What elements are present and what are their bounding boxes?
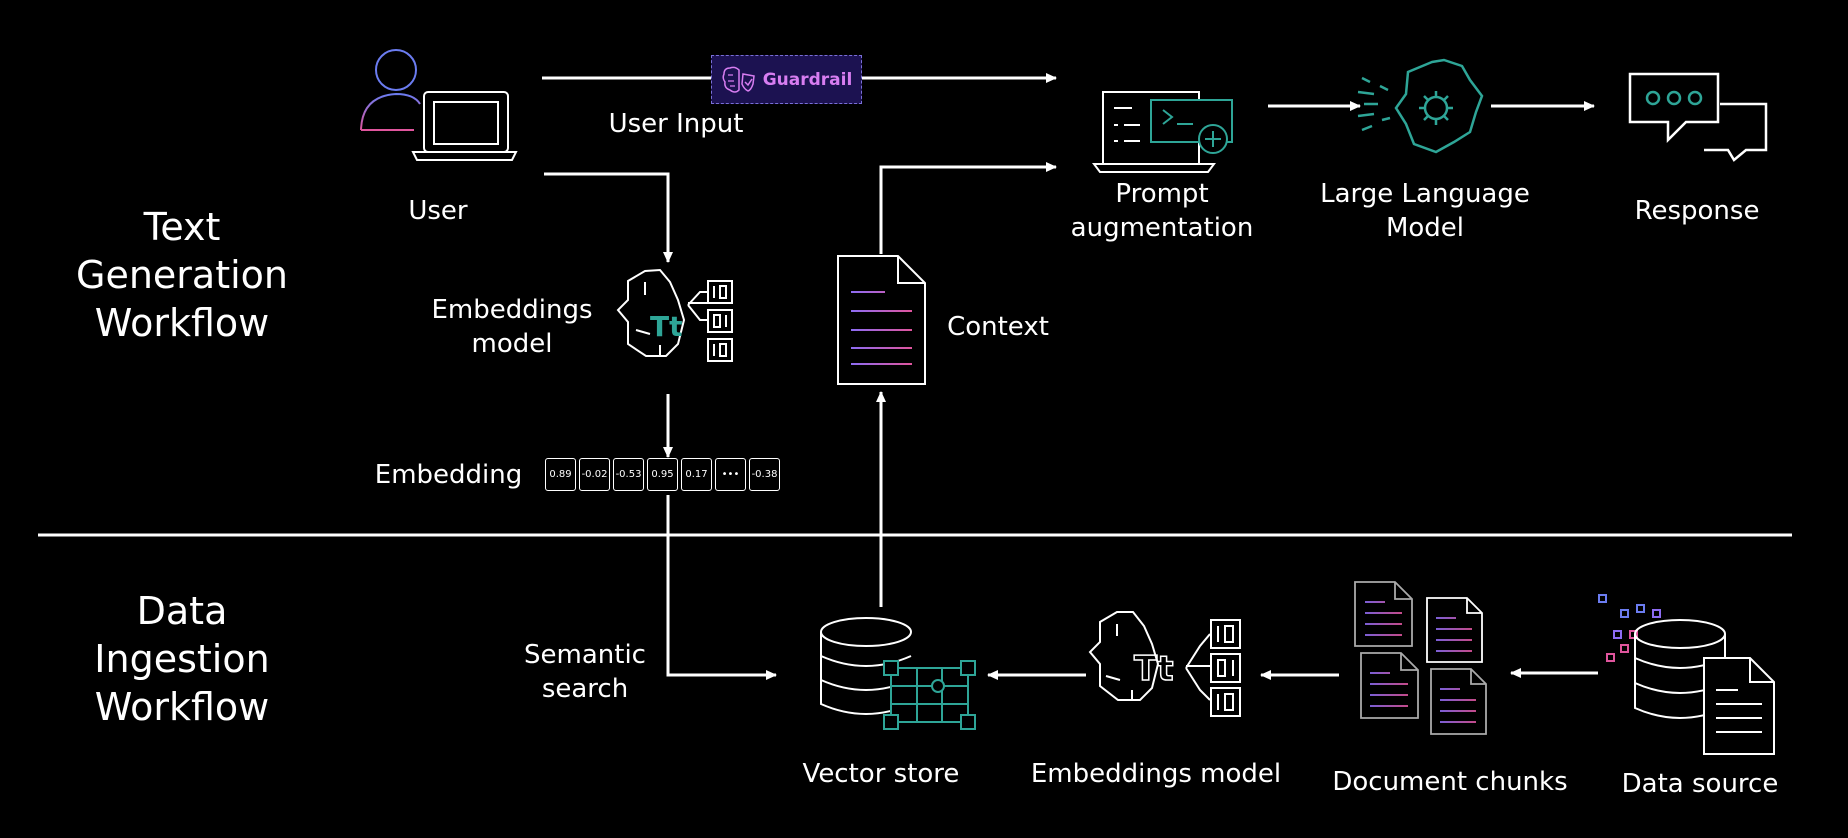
prompt-augmentation-label: Prompt augmentation — [1070, 179, 1254, 243]
data-source-label: Data source — [1621, 769, 1779, 799]
context-document-icon — [837, 255, 926, 385]
arrow-user-to-embeddings — [544, 172, 673, 263]
context-label: Context — [947, 312, 1049, 342]
document-chunks-label: Document chunks — [1332, 767, 1568, 797]
embeddings-model-label-top: Embeddings model — [431, 295, 593, 359]
vector-store-icon — [820, 617, 976, 730]
embedding-vector: 0.89 -0.02 -0.53 0.95 0.17 ••• -0.38 — [545, 458, 780, 491]
llm-brain-icon — [1357, 58, 1484, 154]
tt-glyph-top: Tt — [650, 310, 682, 343]
embedding-value: 0.95 — [647, 458, 678, 491]
text-generation-title: Text Generation Workflow — [76, 205, 288, 345]
user-icon — [360, 49, 518, 161]
flow-arrows — [542, 73, 1598, 680]
guardrail-brain-shield-icon — [722, 66, 755, 93]
embedding-value: -0.38 — [749, 458, 780, 491]
embedding-value: 0.17 — [681, 458, 712, 491]
user-label: User — [408, 196, 468, 226]
response-label: Response — [1634, 196, 1760, 226]
embedding-value: -0.02 — [579, 458, 610, 491]
embedding-ellipsis: ••• — [715, 458, 746, 491]
embeddings-model-label-bottom: Embeddings model — [1030, 759, 1282, 789]
response-chat-icon — [1628, 72, 1768, 162]
embeddings-model-icon-bottom — [1088, 611, 1241, 717]
embeddings-model-icon-top — [616, 268, 733, 362]
data-source-icon — [1598, 594, 1775, 755]
semantic-search-label: Semantic search — [524, 640, 646, 704]
embedding-label: Embedding — [374, 460, 523, 490]
llm-label: Large Language Model — [1320, 179, 1530, 243]
tt-glyph-bottom: Tt — [1134, 649, 1173, 689]
embedding-value: -0.53 — [613, 458, 644, 491]
prompt-augmentation-icon — [1092, 91, 1233, 173]
arrow-context-to-prompt — [879, 162, 1057, 254]
arrow-embedding-to-search — [666, 495, 777, 680]
data-ingestion-title: Data Ingestion Workflow — [94, 589, 270, 729]
vector-store-label: Vector store — [802, 759, 960, 789]
guardrail-label: Guardrail — [762, 69, 853, 90]
embedding-value: 0.89 — [545, 458, 576, 491]
user-input-label: User Input — [608, 109, 744, 139]
guardrail-badge: Guardrail — [711, 55, 862, 104]
document-chunks-icon — [1354, 581, 1487, 735]
